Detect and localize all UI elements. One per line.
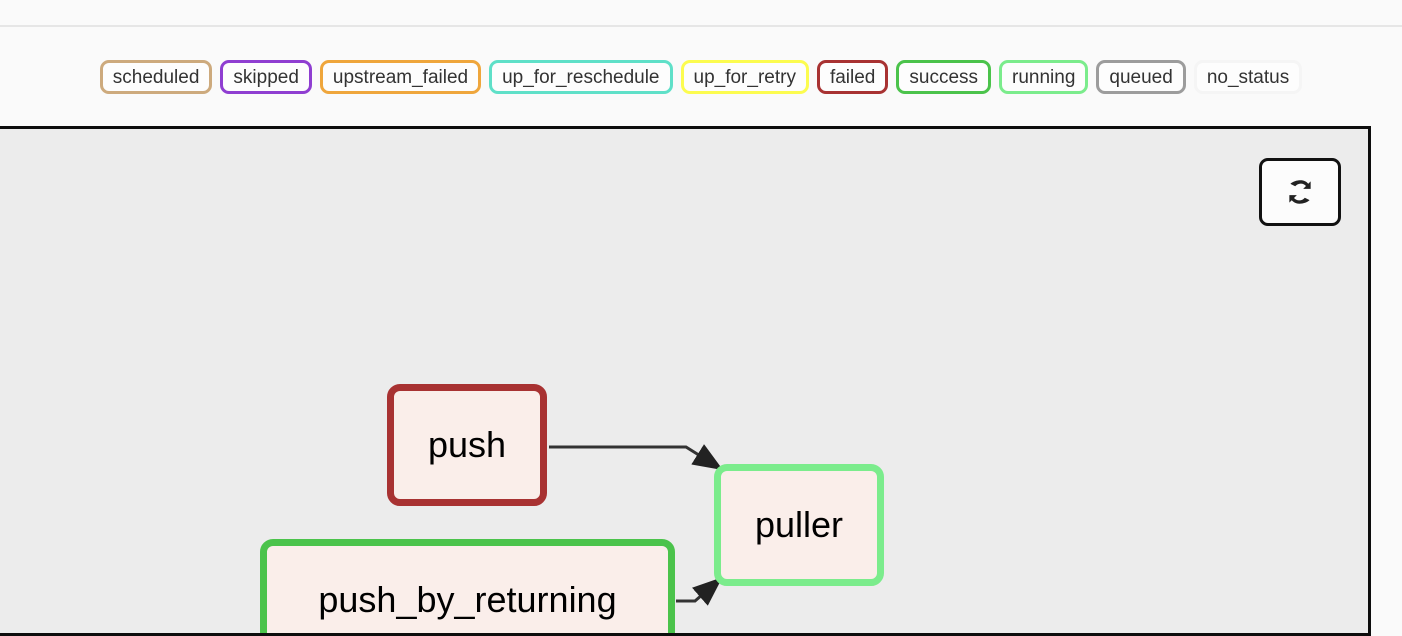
dag-graph-panel[interactable]: push push_by_returning puller [0,126,1371,636]
legend-badge-queued[interactable]: queued [1096,60,1186,94]
task-state-legend: scheduled skipped upstream_failed up_for_re… [0,52,1402,102]
legend-badge-upstream_failed[interactable]: upstream_failed [319,60,482,94]
legend-badge-label: running [1012,66,1076,88]
legend-badge-label: upstream_failed [332,66,469,88]
task-node-label: push [427,424,507,465]
legend-badge-scheduled[interactable]: scheduled [99,60,213,94]
legend-badge-up_for_reschedule[interactable]: up_for_reschedule [489,60,673,94]
legend-badge-label: queued [1109,66,1173,88]
legend-badge-label: up_for_reschedule [502,66,660,88]
task-node-label: puller [754,504,844,545]
task-node-puller[interactable]: puller [714,464,884,586]
legend-badge-label: no_status [1206,66,1290,88]
legend-badge-running[interactable]: running [999,60,1089,94]
refresh-icon [1282,174,1318,210]
legend-badge-label: skipped [233,66,299,88]
legend-badge-up_for_retry[interactable]: up_for_retry [680,60,809,94]
legend-badge-success[interactable]: success [896,60,992,94]
legend-badge-label: scheduled [112,66,200,88]
refresh-button[interactable] [1259,158,1341,226]
graph-edge-push-to-puller [549,444,724,471]
legend-badge-label: failed [829,66,876,88]
legend-badge-skipped[interactable]: skipped [220,60,312,94]
task-node-push[interactable]: push [387,384,547,506]
graph-edge-push_by_returning-to-puller [676,577,723,606]
legend-badge-failed[interactable]: failed [816,60,889,94]
graph-edges [549,444,724,606]
legend-badge-no_status[interactable]: no_status [1193,60,1303,94]
task-node-label: push_by_returning [318,579,617,620]
header-divider [0,25,1402,27]
legend-badge-label: success [909,66,979,88]
task-node-push_by_returning[interactable]: push_by_returning [260,539,675,633]
legend-badge-label: up_for_retry [693,66,796,88]
